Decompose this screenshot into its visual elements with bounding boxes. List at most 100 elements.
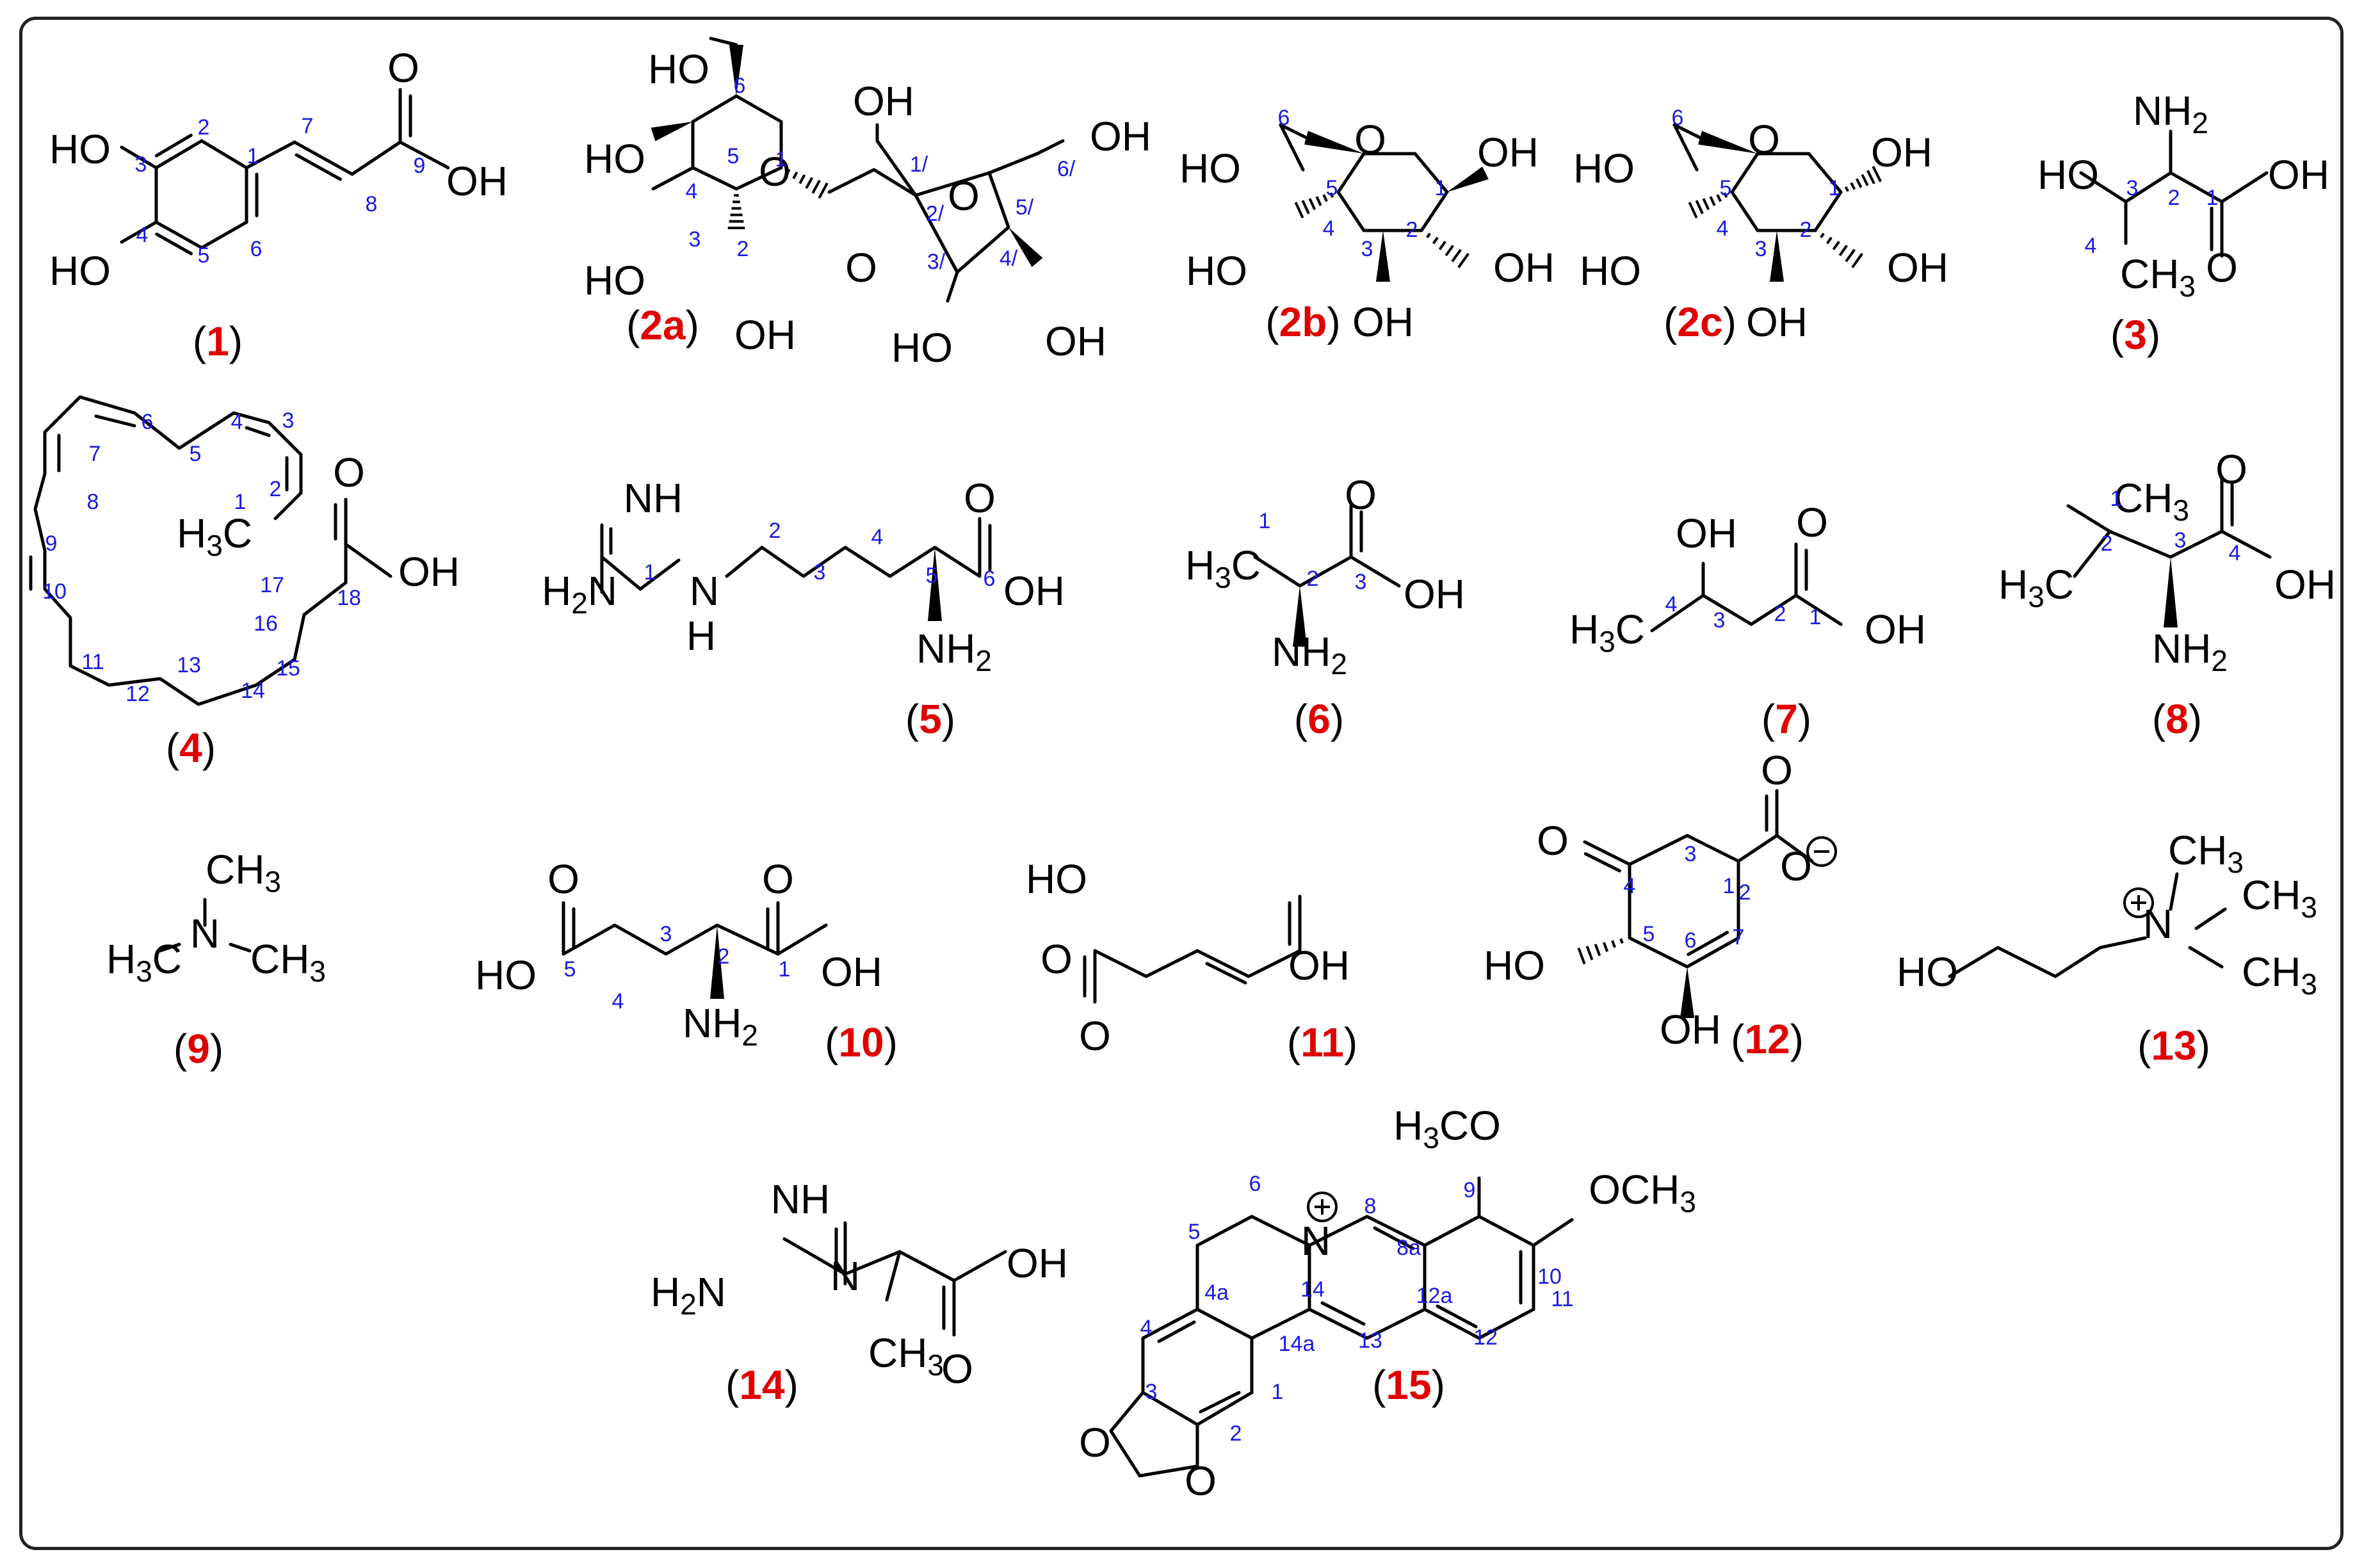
atom-label: OH xyxy=(1676,510,1737,556)
locant-number: 2 xyxy=(737,237,749,261)
bond xyxy=(651,166,695,191)
hashed-wedge-bond xyxy=(1577,938,1624,965)
double-bond-line xyxy=(245,426,271,437)
atom-label: O xyxy=(759,149,791,195)
atom-label: N xyxy=(190,910,220,957)
double-bond-line xyxy=(1436,1304,1478,1329)
bond xyxy=(33,395,348,706)
locant-number: 8 xyxy=(1364,1194,1377,1218)
locant-number: 1 xyxy=(2110,487,2123,511)
compound-number: 12 xyxy=(1744,1016,1790,1062)
bond xyxy=(2169,872,2179,911)
wedge-bond xyxy=(1304,131,1364,154)
bond xyxy=(1035,139,1065,156)
double-bond-line xyxy=(1687,930,1729,957)
locant-number: 4 xyxy=(612,989,624,1014)
locant-number: 5 xyxy=(190,442,202,466)
double-bond-line xyxy=(94,414,136,428)
locant-number: 4 xyxy=(136,223,149,247)
bond xyxy=(1737,834,1779,863)
locant-number: 12 xyxy=(1473,1325,1498,1350)
atom-label: N xyxy=(2143,901,2173,947)
double-bond-line xyxy=(1199,1391,1241,1414)
locant-number: 8 xyxy=(87,490,99,514)
locant-number: 14 xyxy=(241,679,265,703)
wedge-bond xyxy=(1008,227,1043,267)
locant-number: 1 xyxy=(1272,1380,1284,1404)
bond xyxy=(120,220,158,244)
bond xyxy=(987,152,1039,175)
compound-number: 7 xyxy=(1775,696,1798,742)
locant-number: 9 xyxy=(45,531,58,556)
bond xyxy=(1109,1391,1199,1478)
locant-number: 1 xyxy=(247,144,259,168)
bond xyxy=(1948,936,2147,978)
atom-label: HO xyxy=(1186,248,1247,294)
locant-number: 5 xyxy=(727,144,740,168)
locant-number: 4 xyxy=(1323,216,1335,241)
compound-label: (8) xyxy=(2152,696,2202,742)
locant-number: 3 xyxy=(282,408,295,433)
locant-number: 2 xyxy=(1307,567,1319,591)
locant-number: 3 xyxy=(660,922,672,946)
atom-label: HO xyxy=(1179,145,1241,191)
compound-label: (11) xyxy=(1287,1019,1357,1065)
locant-number: 2 xyxy=(1230,1421,1242,1446)
bond xyxy=(885,1250,902,1302)
atom-label: H2N xyxy=(651,1269,726,1321)
bond xyxy=(600,555,642,591)
locant-number: 6 xyxy=(250,237,263,261)
compound-label: (2a) xyxy=(626,302,699,348)
locant-number: 2 xyxy=(718,944,730,969)
locant-number: 1 xyxy=(234,490,247,514)
bond xyxy=(154,220,204,250)
atom-label: OH xyxy=(1404,571,1465,617)
atom-label: NH2 xyxy=(2152,626,2228,677)
locant-number: 2 xyxy=(1739,880,1751,905)
atom-label: OH xyxy=(1746,299,1808,345)
atom-label: N xyxy=(830,1253,860,1299)
atom-label: NH xyxy=(624,475,683,521)
compound-label: (9) xyxy=(174,1026,223,1072)
bond xyxy=(1583,840,1631,866)
positive-charge xyxy=(1307,1192,1338,1222)
locant-number: 2 xyxy=(198,115,210,140)
bond xyxy=(2194,907,2227,930)
locant-number: 4 xyxy=(686,179,698,204)
locant-number: 6 xyxy=(734,74,746,98)
atom-label: OH xyxy=(1352,299,1414,345)
bond xyxy=(245,140,296,170)
atom-label: O xyxy=(762,856,794,902)
locant-number: 1 xyxy=(644,560,656,585)
wedge-bond xyxy=(1698,131,1758,154)
compound-number: 6 xyxy=(1307,696,1331,742)
atom-label: O xyxy=(1185,1458,1217,1504)
locant-number: 3 xyxy=(689,227,701,252)
locant-number: 1 xyxy=(779,957,791,982)
compound-label: (10) xyxy=(825,1019,898,1065)
locant-number: 3 xyxy=(1361,237,1373,261)
wedge-bond xyxy=(2164,557,2178,627)
locant-number: 5 xyxy=(564,957,576,982)
compound-number: 15 xyxy=(1386,1362,1431,1408)
hashed-wedge-bond xyxy=(786,168,829,199)
compound-number: 14 xyxy=(739,1362,785,1408)
bond xyxy=(1532,1218,1574,1247)
locant-number: 2 xyxy=(769,519,781,543)
locant-number: 2/ xyxy=(926,202,944,226)
compound-number: 2a xyxy=(640,302,686,348)
atom-label: HO xyxy=(584,257,645,303)
wedge-bond xyxy=(1447,166,1489,192)
compound-number: 1 xyxy=(206,318,229,364)
atom-label: NH2 xyxy=(916,626,992,677)
compound-label: (2c) xyxy=(1664,299,1737,345)
bond xyxy=(1650,594,1843,633)
bond xyxy=(1093,949,1302,978)
